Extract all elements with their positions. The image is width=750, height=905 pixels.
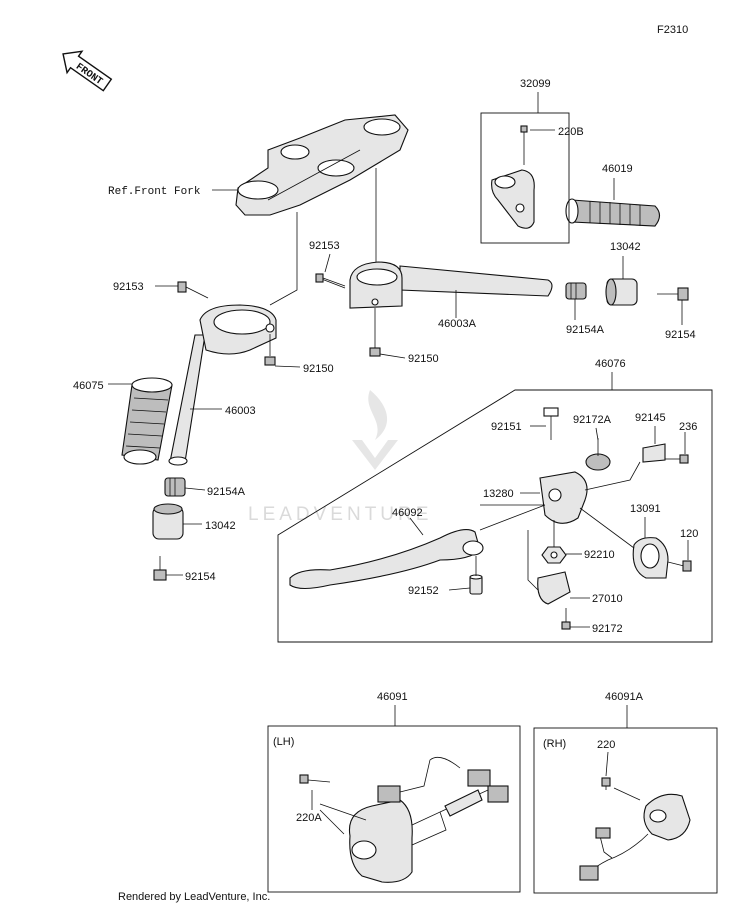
label-13042-top: 13042: [610, 241, 641, 253]
label-rh: (RH): [543, 738, 566, 750]
label-220: 220: [597, 739, 615, 751]
throttle-housing-32099: [491, 125, 535, 229]
label-92153-right: 92153: [309, 240, 340, 252]
label-220A: 220A: [296, 812, 322, 824]
handlebar-46003A: [349, 261, 553, 309]
label-92150-right: 92150: [408, 353, 439, 365]
bolt-92151: [543, 407, 559, 440]
label-92145: 92145: [635, 412, 666, 424]
switch-housing-rh: [579, 793, 691, 881]
label-92210: 92210: [584, 549, 615, 561]
grip-46019: [565, 198, 661, 227]
box-32099: [480, 112, 570, 244]
label-13280: 13280: [483, 488, 514, 500]
lever-46092: [289, 529, 484, 590]
bolt-120: [667, 560, 692, 572]
adjuster-92172A: [585, 438, 611, 471]
label-92154-left: 92154: [185, 571, 216, 583]
box-46091A: [533, 727, 718, 894]
label-46091A: 46091A: [605, 691, 644, 703]
label-13042-left: 13042: [205, 520, 236, 532]
spring-92145: [642, 443, 666, 463]
ref-front-fork-label: Ref.Front Fork: [108, 186, 201, 198]
label-92154A-top: 92154A: [566, 324, 605, 336]
label-92153-left: 92153: [113, 281, 144, 293]
handlebar-46003: [168, 304, 277, 466]
bolt-92154A-top: [565, 282, 587, 300]
screw-220: [601, 777, 611, 790]
bolt-92154-top: [657, 287, 689, 301]
label-120: 120: [680, 528, 698, 540]
box-46091: [267, 725, 521, 893]
label-46003A: 46003A: [438, 318, 477, 330]
clamp-13091: [632, 537, 669, 579]
label-32099: 32099: [520, 78, 551, 90]
label-92151: 92151: [491, 421, 522, 433]
label-92154-top: 92154: [665, 329, 696, 341]
label-lh: (LH): [273, 736, 294, 748]
label-46091: 46091: [377, 691, 408, 703]
switch-housing-lh: [348, 756, 509, 883]
label-27010: 27010: [592, 593, 623, 605]
box-46076: [277, 389, 713, 643]
label-220B: 220B: [558, 126, 584, 138]
top-yoke: [235, 114, 409, 216]
watermark-text: LEADVENTURE: [248, 504, 432, 525]
label-13091: 13091: [630, 503, 661, 515]
bolt-92153-left: [177, 281, 209, 299]
weight-13042-top: [605, 278, 638, 306]
grip-46075: [121, 377, 173, 465]
label-236: 236: [679, 421, 697, 433]
screw-220A: [299, 774, 331, 784]
leadventure-watermark: LEADVENTURE: [248, 390, 432, 525]
figure-code: F2310: [657, 24, 688, 36]
weight-13042-left: [152, 503, 184, 540]
label-92172A: 92172A: [573, 414, 612, 426]
label-92172: 92172: [592, 623, 623, 635]
bolt-92153-right: [315, 273, 346, 287]
screw-92172: [561, 608, 571, 630]
label-92152: 92152: [408, 585, 439, 597]
label-46003: 46003: [225, 405, 256, 417]
nut-92210: [541, 546, 567, 564]
bolt-92154A-left: [164, 477, 186, 497]
label-46075: 46075: [73, 380, 104, 392]
bolt-92150-left: [264, 356, 276, 366]
label-92154A-left: 92154A: [207, 486, 246, 498]
label-46019: 46019: [602, 163, 633, 175]
bracket-13280: [479, 471, 588, 531]
front-arrow-icon: FRONT: [62, 50, 113, 92]
bolt-92150-right: [369, 347, 381, 357]
bolt-92154-left: [153, 556, 167, 581]
collar-92152: [469, 574, 483, 595]
label-46076: 46076: [595, 358, 626, 370]
footer-credit: Rendered by LeadVenture, Inc.: [118, 891, 270, 903]
screw-236: [665, 454, 689, 464]
switch-27010: [537, 571, 571, 605]
label-46092: 46092: [392, 507, 423, 519]
label-92150-left: 92150: [303, 363, 334, 375]
